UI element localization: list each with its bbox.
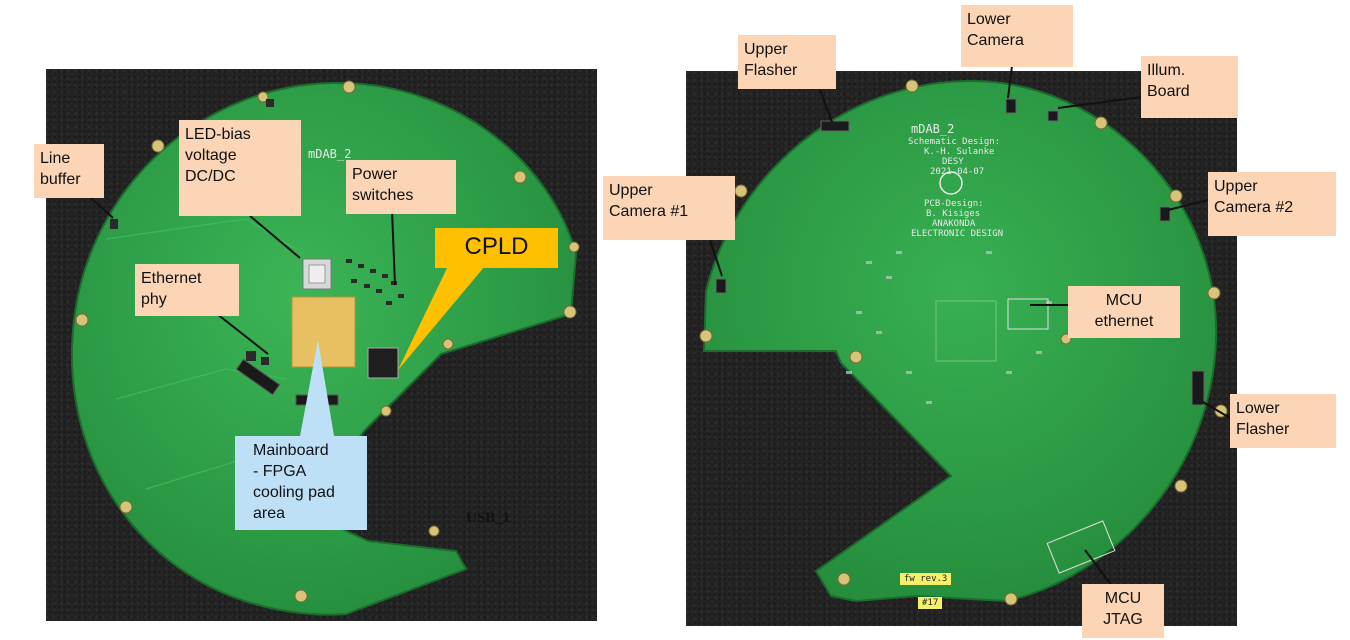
upper-flasher-connector bbox=[820, 120, 850, 132]
board-logo bbox=[939, 171, 963, 195]
callout-mcu-ethernet: MCU ethernet bbox=[1068, 286, 1180, 338]
schematic-author-text: K.-H. Sulanke bbox=[924, 147, 995, 157]
callout-ethernet-phy: Ethernet phy bbox=[135, 264, 239, 316]
connector-left bbox=[235, 358, 281, 396]
callout-mainboard: Mainboard - FPGA cooling pad area bbox=[235, 436, 367, 530]
mcu-via-grid bbox=[935, 300, 997, 362]
lower-flasher-connector bbox=[1191, 370, 1205, 406]
callout-lower-flasher: Lower Flasher bbox=[1230, 394, 1336, 448]
date-text: 2021-04-07 bbox=[930, 167, 985, 177]
right-board-name: mDAB_2 bbox=[911, 122, 955, 136]
company-2-text: ELECTRONIC DESIGN bbox=[911, 229, 1004, 239]
mcu-ethernet-pads bbox=[1007, 298, 1049, 330]
illum-board-connector bbox=[1047, 110, 1059, 122]
fw-rev-tag: fw rev.3 bbox=[900, 573, 952, 585]
pcb-right-drawing bbox=[699, 79, 1228, 606]
board-number-tag: #17 bbox=[918, 597, 943, 609]
pcb-design-text: PCB-Design: bbox=[924, 199, 984, 209]
institution-text: DESY bbox=[942, 157, 964, 167]
callout-lower-camera: Lower Camera bbox=[961, 5, 1073, 67]
cpld-chip bbox=[367, 347, 399, 379]
callout-upper-flasher: Upper Flasher bbox=[738, 35, 836, 89]
left-board-name: mDAB_2 bbox=[308, 147, 352, 161]
company-1-text: ANAKONDA bbox=[932, 219, 976, 229]
callout-illum-board: Illum. Board bbox=[1141, 56, 1238, 118]
upper-camera-2-connector bbox=[1159, 206, 1171, 222]
upper-camera-1-connector bbox=[715, 278, 727, 294]
callout-upper-camera-2: Upper Camera #2 bbox=[1208, 172, 1336, 236]
board-photo-right: mDAB_2 Schematic Design: K.-H. Sulanke D… bbox=[686, 71, 1237, 626]
board-photo-left: mDAB_2 bbox=[46, 69, 597, 621]
line-buffer-chip bbox=[110, 219, 118, 229]
connector-bottom bbox=[295, 394, 339, 406]
callout-power-switches: Power switches bbox=[346, 160, 456, 214]
fpga-cooling-pad bbox=[291, 296, 356, 368]
callout-led-bias: LED-bias voltage DC/DC bbox=[179, 120, 301, 216]
pcb-author-text: B. Kisiges bbox=[926, 209, 981, 219]
callout-cpld: CPLD bbox=[435, 228, 558, 268]
callout-upper-camera-1: Upper Camera #1 bbox=[603, 176, 735, 240]
schematic-design-text: Schematic Design: bbox=[908, 137, 1001, 147]
callout-mcu-jtag: MCU JTAG bbox=[1082, 584, 1164, 638]
usb-label: USB_1 bbox=[466, 510, 511, 526]
callout-line-buffer: Line buffer bbox=[34, 144, 104, 198]
lower-camera-connector bbox=[1005, 98, 1017, 114]
